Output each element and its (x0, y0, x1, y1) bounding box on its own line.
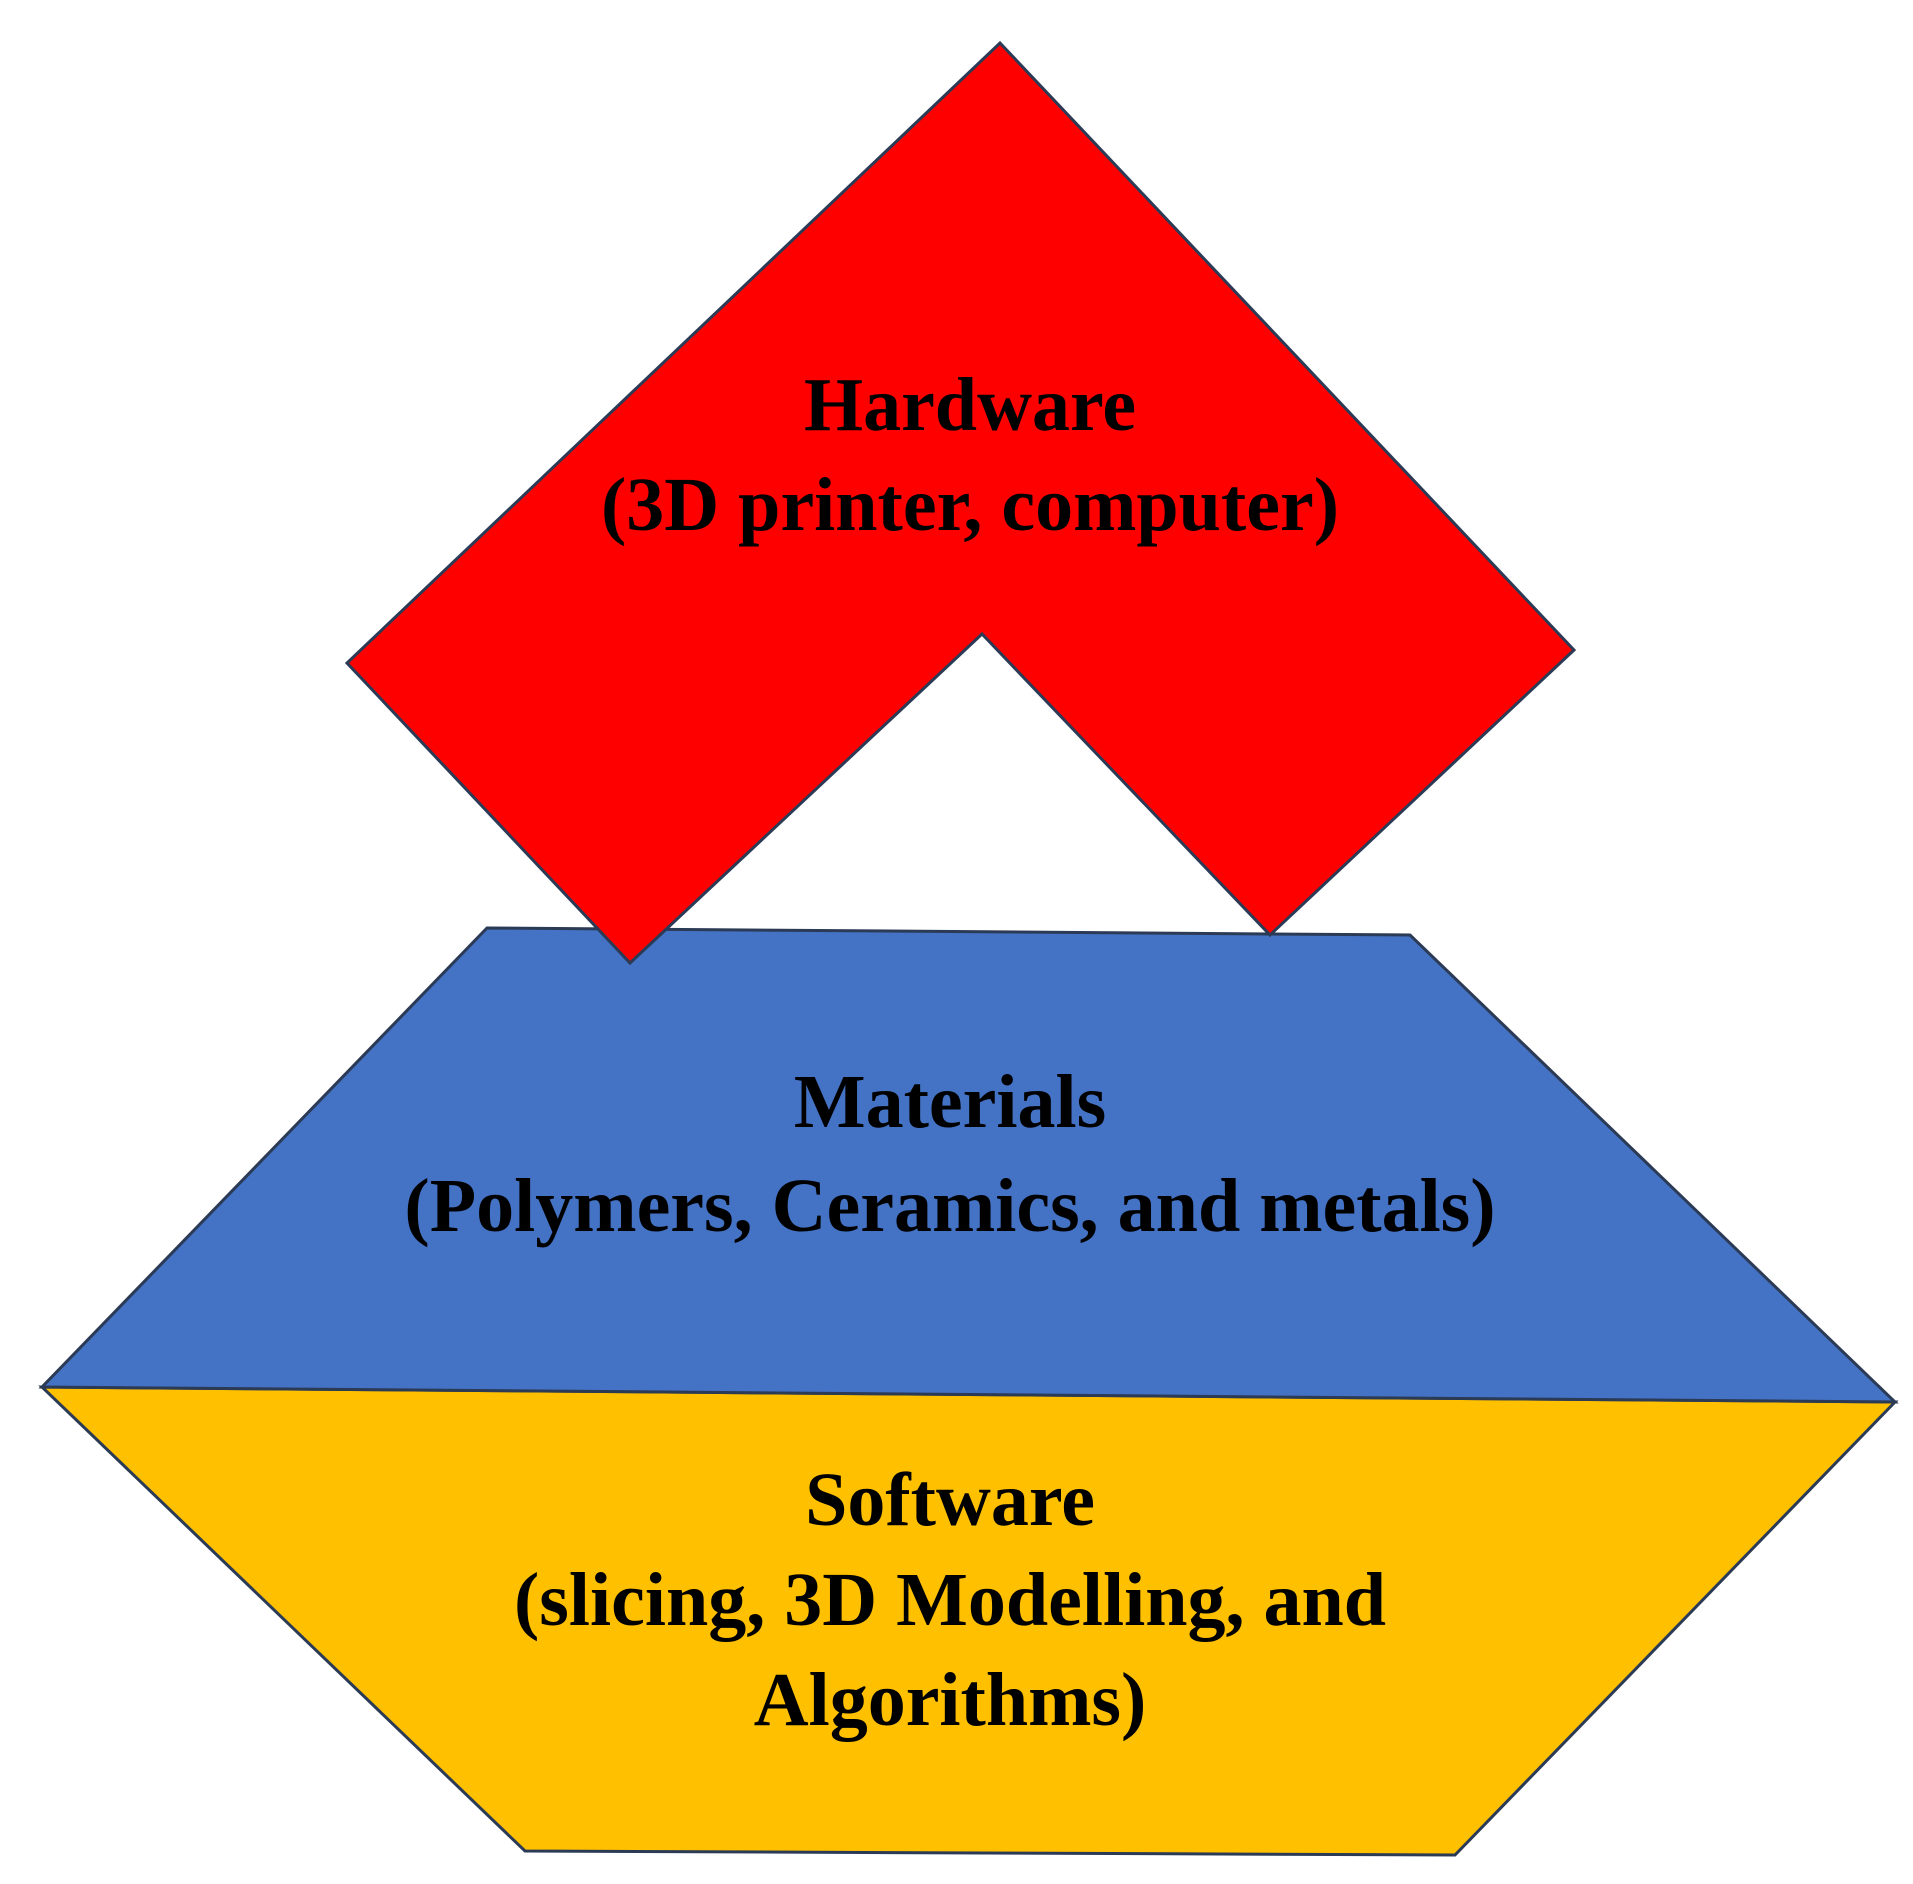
hardware-shape (344, 40, 1577, 966)
hardware-title: Hardware (803, 363, 1137, 447)
materials-shape (38, 926, 1899, 1404)
hardware-subtitle: (3D printer, computer) (600, 463, 1340, 547)
materials-label: Materials (Polymers, Ceramics, and metal… (200, 1050, 1700, 1258)
software-label: Software (slicing, 3D Modelling, and Alg… (300, 1450, 1600, 1750)
materials-subtitle: (Polymers, Ceramics, and metals) (404, 1164, 1496, 1248)
materials-title: Materials (793, 1060, 1107, 1144)
hardware-label: Hardware (3D printer, computer) (420, 355, 1520, 555)
software-title: Software (805, 1458, 1095, 1542)
software-subtitle-line2: Algorithms) (753, 1658, 1147, 1742)
software-subtitle-line1: (slicing, 3D Modelling, and (514, 1558, 1386, 1642)
